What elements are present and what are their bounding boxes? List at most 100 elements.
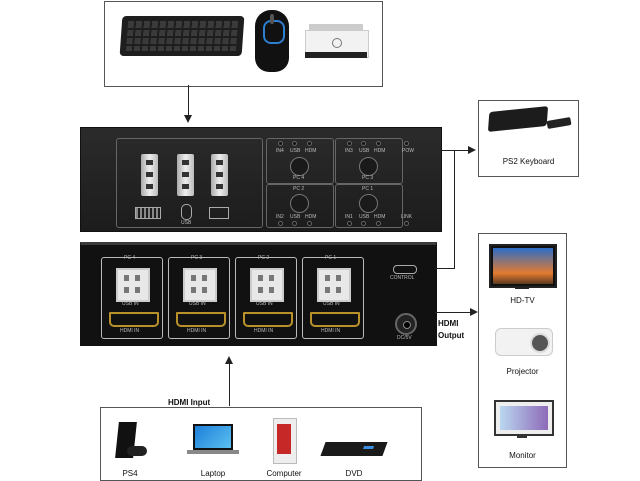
pc3-led-in [347,141,352,146]
pc3-select-button[interactable] [359,157,378,176]
ps4-label: PS4 [122,469,138,478]
link-label: LINK [401,214,413,220]
port-pc2-label: PC 2 [258,255,270,261]
output-devices-box: HD-TV Projector Monitor [478,233,567,468]
front-usb-group [116,138,263,228]
pc2-led-hdm [307,221,312,226]
usb-b-port [250,268,284,302]
line-hdmi-output [435,312,470,313]
port-pc3-label: PC 3 [191,255,203,261]
hdmi-input-label: HDMI Input [168,398,211,407]
port-pc2-usb-label: USB IN [256,301,273,307]
arrowhead-down [184,115,192,123]
tv-icon [489,244,557,288]
usb-b-port [116,268,150,302]
projector-icon [495,328,553,356]
port-pc1: PC 1 USB IN HDMI IN [302,255,364,339]
pc3-label: PC 3 [362,175,374,181]
pc4-led-label-2: USB [290,148,301,154]
laptop-icon [187,424,239,460]
port-pc1-usb-label: USB IN [323,301,340,307]
printer-icon [305,24,369,62]
dvd-label: DVD [345,469,363,478]
arrow-peripherals-to-switch [188,85,189,117]
port-pc4-label: PC 4 [124,255,136,261]
pc4-led-usb [292,141,297,146]
pc2-led-label-1: IN2 [276,214,284,220]
dc-power-jack [395,313,417,335]
port-pc3-usb-label: USB IN [189,301,206,307]
pc2-label: PC 2 [293,186,305,192]
keyboard-icon [135,207,161,219]
arrowhead-right [468,146,476,154]
pc2-led-in [278,221,283,226]
projector-label: Projector [506,367,539,376]
pc3-led-label-3: HDM [374,148,386,154]
arrowhead-right [470,308,478,316]
link-led [404,221,409,226]
computer-label: Computer [266,469,302,478]
keyboard-icon [487,106,549,132]
line-ps2-to-control [454,150,455,268]
port-pc3-hdmi-label: HDMI IN [187,328,207,334]
control-port [393,265,417,274]
pc2-led-label-2: USB [290,214,301,220]
ps2-keyboard-box: PS2 Keyboard [478,100,579,177]
usb-port-3 [211,154,228,196]
hdmi-output-label-2: Output [438,331,465,340]
pc2-group [266,184,334,228]
pc3-group [335,138,403,184]
usb-label: USB [181,220,192,226]
pc1-led-label-2: USB [359,214,370,220]
usb-b-port [183,268,217,302]
port-pc4-usb-label: USB IN [122,301,139,307]
pc3-led-usb [361,141,366,146]
pc2-led-usb [292,221,297,226]
port-pc3: PC 3 USB IN HDMI IN [168,255,230,339]
front-panel: USB IN4 USB HDM PC 4 IN3 USB HDM PC 3 PC… [80,127,442,232]
mouse-icon [181,204,192,220]
computer-icon [273,418,297,464]
dvd-icon [320,442,388,456]
pc1-group [335,184,403,228]
laptop-label: Laptop [200,469,226,478]
hdmi-port [109,312,159,327]
hdmi-output-label-1: HDMI [438,319,459,328]
pc4-led-hdm [307,141,312,146]
monitor-icon [494,400,554,436]
ps4-icon [113,422,147,460]
pc4-label: PC 4 [293,175,305,181]
hdmi-port [310,312,360,327]
keyboard-icon [119,16,245,56]
pc2-select-button[interactable] [290,194,309,213]
port-pc1-hdmi-label: HDMI IN [321,328,341,334]
hdmi-port [243,312,293,327]
pc4-group [266,138,334,184]
pow-label: POW [402,148,414,154]
peripherals-box [104,1,383,87]
usb-b-port [317,268,351,302]
pc2-led-label-3: HDM [305,214,317,220]
line-control [435,268,455,269]
pc4-led-label-1: IN4 [276,148,284,154]
pc3-led-label-2: USB [359,148,370,154]
usb-port-1 [141,154,158,196]
port-pc1-label: PC 1 [325,255,337,261]
monitor-label: Monitor [509,451,536,460]
mouse-icon [255,10,289,72]
pc1-led-label-3: HDM [374,214,386,220]
usb-port-2 [177,154,194,196]
printer-icon [209,207,229,219]
port-pc2: PC 2 USB IN HDMI IN [235,255,297,339]
hdtv-label: HD-TV [510,296,535,305]
hdmi-port [176,312,226,327]
input-sources-box: PS4 Laptop Computer DVD [100,407,422,481]
control-label: CONTROL [390,275,415,281]
dc-label: DC/5V [397,335,412,341]
pc4-select-button[interactable] [290,157,309,176]
pow-led [404,141,409,146]
back-panel: PC 4 USB IN HDMI IN PC 3 USB IN HDMI IN … [80,242,437,346]
port-pc2-hdmi-label: HDMI IN [254,328,274,334]
pc1-led-hdm [376,221,381,226]
pc1-select-button[interactable] [359,194,378,213]
